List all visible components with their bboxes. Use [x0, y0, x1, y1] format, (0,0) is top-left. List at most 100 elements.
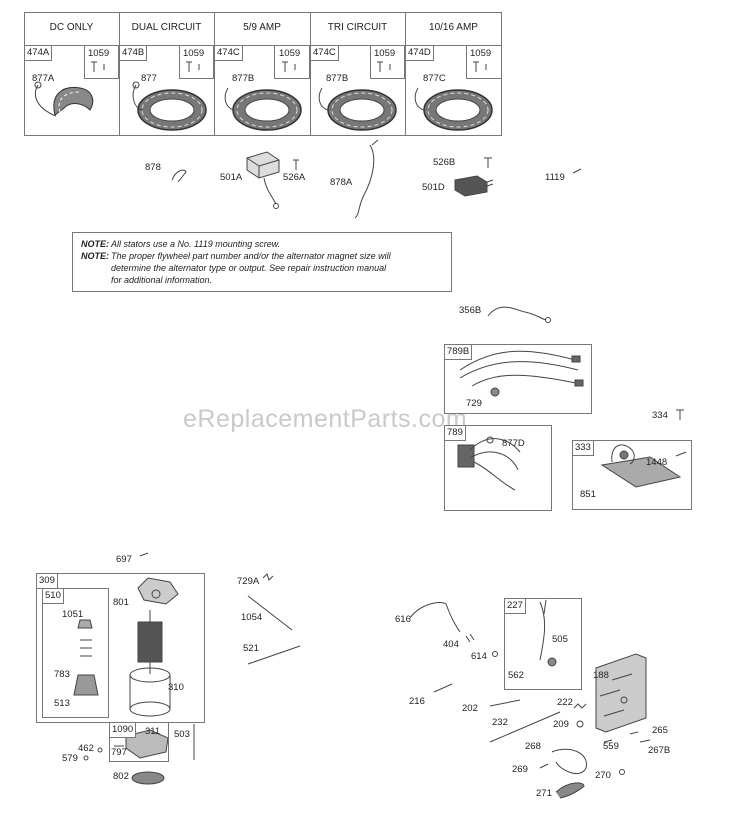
callout: 877D: [502, 438, 525, 449]
callout: 1051: [62, 609, 84, 620]
callout: 505: [552, 634, 568, 645]
screw-526B-icon: [484, 157, 492, 168]
group-tag: 510: [42, 588, 64, 604]
note-text: determine the alternator type or output.…: [111, 263, 387, 273]
column-divider: [405, 12, 406, 136]
callout: 334: [652, 410, 668, 421]
header-divider: [24, 45, 502, 46]
kit-tag: 474A: [24, 45, 53, 61]
housing-310-icon: [129, 667, 171, 717]
column-divider: [214, 12, 215, 136]
part-559-icon: [603, 739, 613, 743]
callout: 404: [443, 639, 459, 650]
group-box-789: [444, 425, 552, 511]
screw-1119-icon: [572, 168, 582, 174]
group-box-789B: [444, 344, 592, 414]
bracket-188-icon: [595, 653, 647, 733]
callout: 310: [168, 682, 184, 693]
stator-part-label: 877C: [423, 73, 446, 84]
spring-729A-icon: [262, 573, 274, 581]
callout: 265: [652, 725, 668, 736]
group-tag: 309: [36, 573, 58, 589]
callout: 1448: [646, 457, 668, 468]
screw-334-icon: [676, 409, 684, 420]
stator-ring-icon: [132, 81, 493, 131]
screw-part-number: 1059: [279, 48, 301, 59]
screw-part-number: 1059: [183, 48, 205, 59]
screw-697-icon: [139, 552, 149, 557]
callout: 562: [508, 670, 524, 681]
callout: 802: [113, 771, 129, 782]
callout: 267B: [648, 745, 671, 756]
callout: 616: [395, 614, 411, 625]
harness-789-icon: [457, 436, 521, 491]
group-box-227: [504, 598, 582, 690]
rectifier-501A-icon: [246, 151, 280, 209]
armature-icon: [137, 610, 163, 674]
switch-333-icon: [600, 444, 687, 488]
cable-521-icon: [247, 645, 301, 665]
screw-part-number: 1059: [88, 48, 110, 59]
part-614-icon: [492, 651, 498, 657]
note-label: NOTE:: [81, 251, 109, 261]
cable-1054-icon: [247, 595, 293, 631]
callout: 1119: [545, 172, 565, 183]
watermark: eReplacementParts.com: [183, 405, 468, 433]
cable-268-icon: [551, 748, 587, 774]
nut-579-icon: [83, 755, 89, 761]
kit-tag: 474C: [310, 45, 339, 61]
rod-616-icon: [409, 602, 461, 633]
callout: 697: [116, 554, 132, 565]
screw-box: [370, 45, 405, 79]
callout: 222: [557, 697, 573, 708]
callout: 209: [553, 719, 569, 730]
rod-232-icon: [489, 711, 561, 743]
clip-878-icon: [171, 169, 187, 183]
callout: 797: [111, 747, 127, 758]
callout: 232: [492, 717, 508, 728]
column-header-tri-circuit: TRI CIRCUIT: [327, 22, 388, 33]
harness-789B-icon: [459, 350, 584, 397]
part-209-icon: [576, 720, 584, 728]
column-header-5-9-amp: 5/9 AMP: [243, 22, 281, 33]
group-box-333: [572, 440, 692, 510]
column-divider: [119, 12, 120, 136]
column-header-10-16-amp: 10/16 AMP: [429, 22, 478, 33]
callout: 878A: [330, 177, 353, 188]
stator-part-label: 877B: [232, 73, 255, 84]
screw-267B-icon: [639, 739, 651, 743]
rectifier-501D-icon: [454, 175, 494, 197]
screw-box: [274, 45, 310, 79]
callout: 311: [145, 726, 161, 737]
part-269-icon: [539, 763, 549, 769]
callout: 521: [243, 643, 259, 654]
callout: 579: [62, 753, 78, 764]
note-label: NOTE:: [81, 239, 109, 249]
nut-462-icon: [97, 747, 103, 753]
spring-222-icon: [573, 703, 587, 709]
part-270-icon: [619, 769, 625, 775]
callout: 356B: [459, 305, 482, 316]
stator-part-label: 877: [141, 73, 157, 84]
kit-tag: 474B: [119, 45, 148, 61]
column-divider: [310, 12, 311, 136]
stator-part-label: 877B: [326, 73, 349, 84]
pinion-icon: [73, 619, 99, 696]
callout: 614: [471, 651, 487, 662]
wire-356B-icon: [487, 306, 547, 321]
stator-dc-icon: [34, 81, 94, 117]
callout: 559: [603, 741, 619, 752]
group-tag: 789: [444, 425, 466, 441]
callout: 783: [54, 669, 70, 680]
callout: 202: [462, 703, 478, 714]
wire-878A-icon: [354, 139, 379, 219]
screw-box: [84, 45, 119, 79]
group-tag: 1090: [109, 722, 137, 738]
note-box: NOTE:All stators use a No. 1119 mounting…: [72, 232, 452, 292]
group-box-1090: [109, 722, 169, 762]
callout: 729: [466, 398, 482, 409]
callout: 269: [512, 764, 528, 775]
starter-head-801-icon: [137, 577, 179, 605]
stator-part-label: 877A: [32, 73, 55, 84]
